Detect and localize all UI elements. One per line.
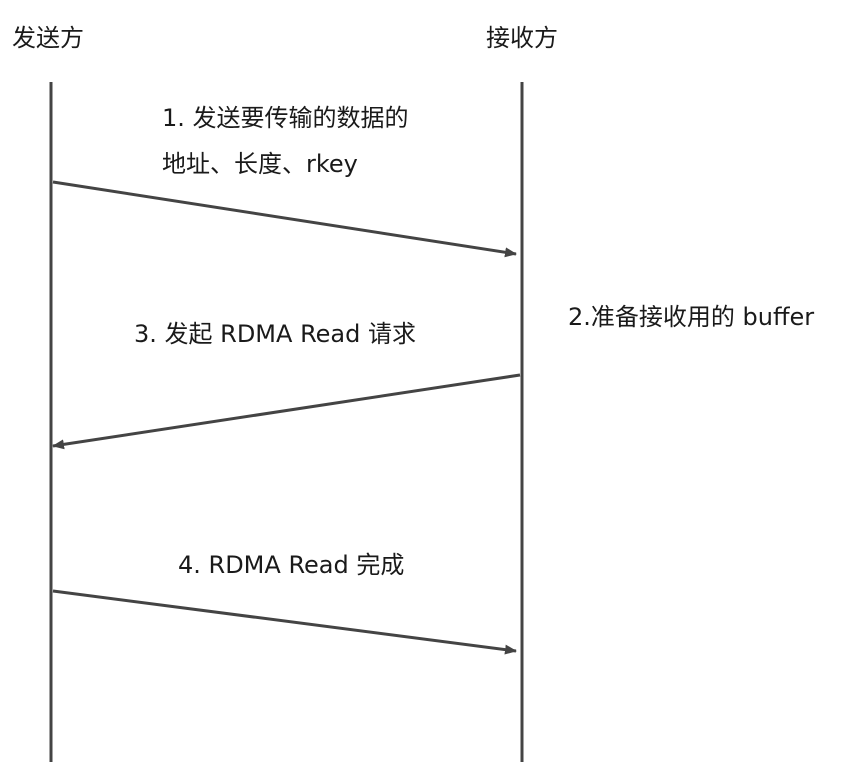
receiver-label: 接收方 [486, 24, 558, 52]
arrow-step1 [52, 180, 517, 258]
arrow-step3 [52, 373, 521, 450]
sender-label: 发送方 [12, 24, 84, 52]
step2-label: 2.准备接收用的 buffer [568, 303, 815, 331]
step1-label-line1: 1. 发送要传输的数据的 [162, 104, 409, 132]
arrow-step4 [52, 589, 517, 655]
step1-label-line2: 地址、长度、rkey [162, 150, 358, 178]
step3-label: 3. 发起 RDMA Read 请求 [134, 320, 416, 348]
step4-label: 4. RDMA Read 完成 [178, 551, 405, 579]
